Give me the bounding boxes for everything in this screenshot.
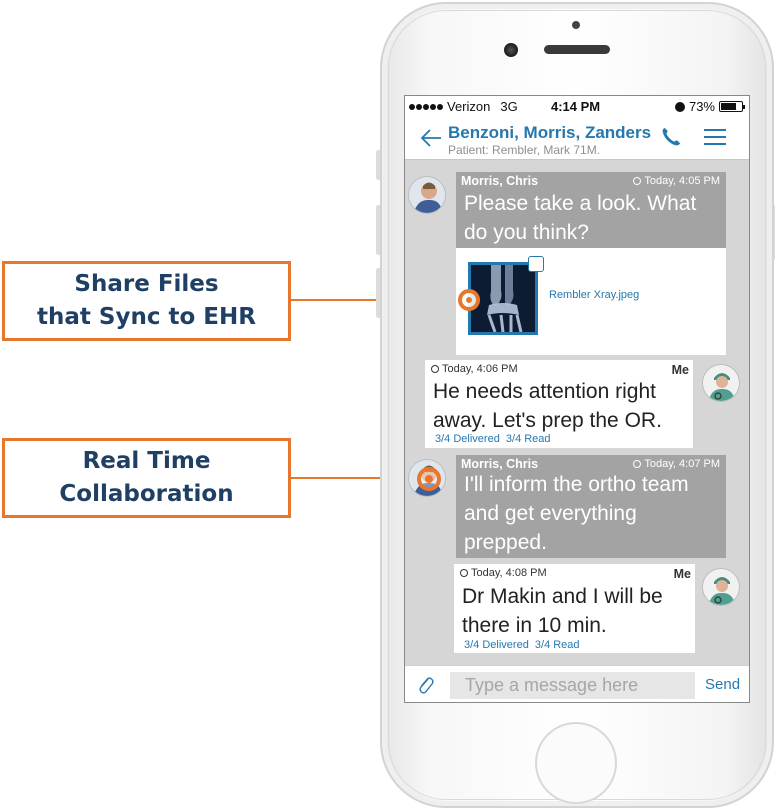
read-count: 3/4 Read [505, 433, 551, 445]
paperclip-icon[interactable] [416, 674, 434, 696]
message-timestamp: Today, 4:05 PM [633, 175, 720, 187]
message-composer: Send [405, 665, 749, 702]
message-text: Dr Makin and I will be there in 10 min. [462, 582, 663, 640]
read-count: 3/4 Read [534, 639, 580, 651]
earpiece-speaker [544, 45, 610, 54]
delivery-status: 3/4 Delivered 3/4 Read [464, 639, 580, 651]
callout-realtime: Real Time Collaboration [2, 438, 291, 518]
front-camera [504, 43, 518, 57]
send-button[interactable]: Send [705, 676, 741, 693]
sender-name: Morris, Chris [461, 457, 539, 471]
avatar-morris[interactable] [408, 176, 446, 214]
message-text: Please take a look. What do you think? [464, 189, 696, 247]
message-text: I'll inform the ortho team and get every… [464, 470, 689, 557]
clock-icon [460, 569, 468, 577]
arrow-left-icon[interactable] [419, 127, 443, 149]
message-bubble[interactable]: Today, 4:06 PM Me He needs attention rig… [425, 360, 693, 448]
proximity-sensor [572, 21, 580, 29]
conversation-header: Benzoni, Morris, Zanders Patient: Remble… [405, 116, 749, 160]
patient-subtitle: Patient: Rembler, Mark 71M. [448, 143, 601, 157]
home-button[interactable] [535, 722, 617, 804]
battery-icon [719, 101, 745, 112]
message-line: He needs attention right [433, 380, 656, 403]
file-attachment[interactable]: Rembler Xray.jpeg [456, 248, 726, 355]
message-line: there in 10 min. [462, 614, 607, 637]
message-line: prepped. [464, 531, 547, 554]
message-timestamp: Today, 4:07 PM [633, 458, 720, 470]
mute-switch [376, 150, 381, 180]
message-line: Please take a look. What [464, 192, 697, 215]
timestamp-text: Today, 4:08 PM [471, 567, 547, 579]
clock-icon [633, 177, 642, 185]
phone-icon[interactable] [660, 126, 682, 148]
timestamp-text: Today, 4:05 PM [644, 175, 720, 187]
message-timestamp: Today, 4:08 PM [460, 567, 547, 579]
carrier-label: Verizon [447, 99, 491, 114]
sender-name: Morris, Chris [461, 174, 539, 188]
message-bubble[interactable]: Morris, Chris Today, 4:05 PM Please take… [456, 172, 726, 248]
hamburger-menu-icon[interactable] [704, 128, 726, 146]
delivered-count: 3/4 Delivered [464, 639, 529, 651]
timestamp-text: Today, 4:07 PM [644, 458, 720, 470]
callout-line-2: Collaboration [59, 481, 234, 507]
attachment-filename[interactable]: Rembler Xray.jpeg [549, 289, 640, 301]
avatar-me[interactable] [702, 568, 740, 606]
volume-up-button [376, 205, 381, 255]
message-bubble[interactable]: Today, 4:08 PM Me Dr Makin and I will be… [454, 564, 695, 653]
callout-line-1: Real Time [82, 448, 211, 474]
network-label: 3G [500, 99, 518, 114]
alarm-icon [674, 101, 685, 112]
callout-line-1: Share Files [74, 271, 219, 297]
sender-me-label: Me [671, 363, 689, 377]
message-line: and get everything [464, 502, 637, 525]
file-sync-icon [528, 256, 544, 272]
delivery-status: 3/4 Delivered 3/4 Read [435, 433, 551, 445]
clock-icon [431, 365, 439, 373]
message-line: away. Let's prep the OR. [433, 409, 662, 432]
share-files-target-dot [466, 297, 472, 303]
realtime-target-dot [425, 475, 433, 483]
message-input[interactable] [450, 672, 695, 699]
clock-icon [633, 460, 642, 468]
signal-strength-icon [409, 103, 443, 110]
delivered-count: 3/4 Delivered [435, 433, 500, 445]
battery-percent: 73% [688, 99, 715, 114]
message-text: He needs attention right away. Let's pre… [433, 377, 662, 435]
message-line: Dr Makin and I will be [462, 585, 663, 608]
volume-down-button [376, 268, 381, 318]
status-time: 4:14 PM [551, 99, 601, 114]
realtime-target [417, 467, 441, 491]
sender-me-label: Me [673, 567, 691, 581]
message-bubble[interactable]: Morris, Chris Today, 4:07 PM I'll inform… [456, 455, 726, 558]
timestamp-text: Today, 4:06 PM [442, 363, 518, 375]
phone-screen: Verizon 3G 4:14 PM 73% Benzoni, Morris, … [404, 95, 750, 703]
conversation-title[interactable]: Benzoni, Morris, Zanders [448, 123, 652, 142]
avatar-me[interactable] [702, 364, 740, 402]
message-timestamp: Today, 4:06 PM [431, 363, 518, 375]
callout-line-2: that Sync to EHR [37, 304, 256, 330]
callout-connector-2 [291, 477, 409, 479]
message-line: I'll inform the ortho team [464, 473, 689, 496]
callout-share-files: Share Files that Sync to EHR [2, 261, 291, 341]
message-line: do you think? [464, 221, 589, 244]
status-bar: Verizon 3G 4:14 PM 73% [405, 96, 749, 116]
